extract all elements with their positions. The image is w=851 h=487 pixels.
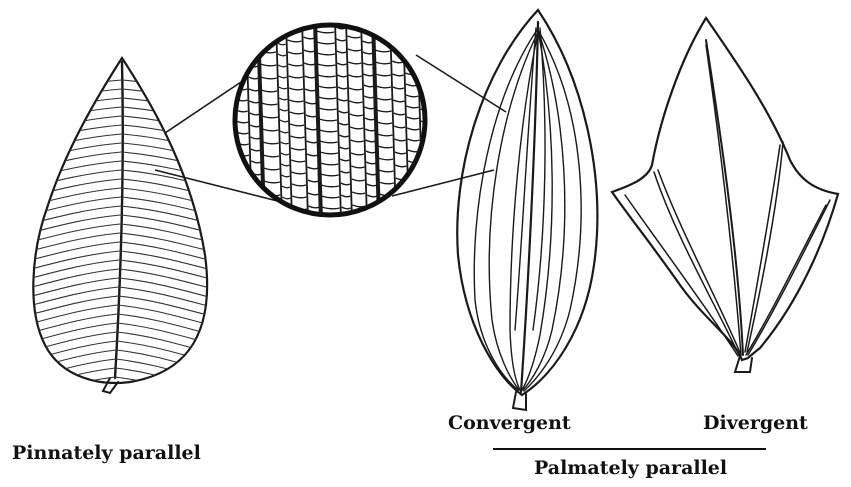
convergent-label: Convergent — [448, 414, 571, 433]
palmately-parallel-label: Palmately parallel — [534, 459, 727, 478]
pinnate-midrib — [115, 62, 123, 378]
pinnate-petiole — [103, 378, 118, 393]
divergent-leaf — [612, 18, 838, 372]
convergent-leaf — [457, 10, 597, 410]
convergent-veins — [474, 22, 581, 392]
pinnate-side-veins — [5, 80, 232, 403]
divergent-veins — [625, 40, 830, 356]
pinnate-leaf — [5, 58, 232, 403]
pinnately-parallel-label: Pinnately parallel — [12, 444, 201, 463]
divergent-label: Divergent — [703, 414, 808, 433]
palmately-bracket-line — [493, 448, 766, 450]
